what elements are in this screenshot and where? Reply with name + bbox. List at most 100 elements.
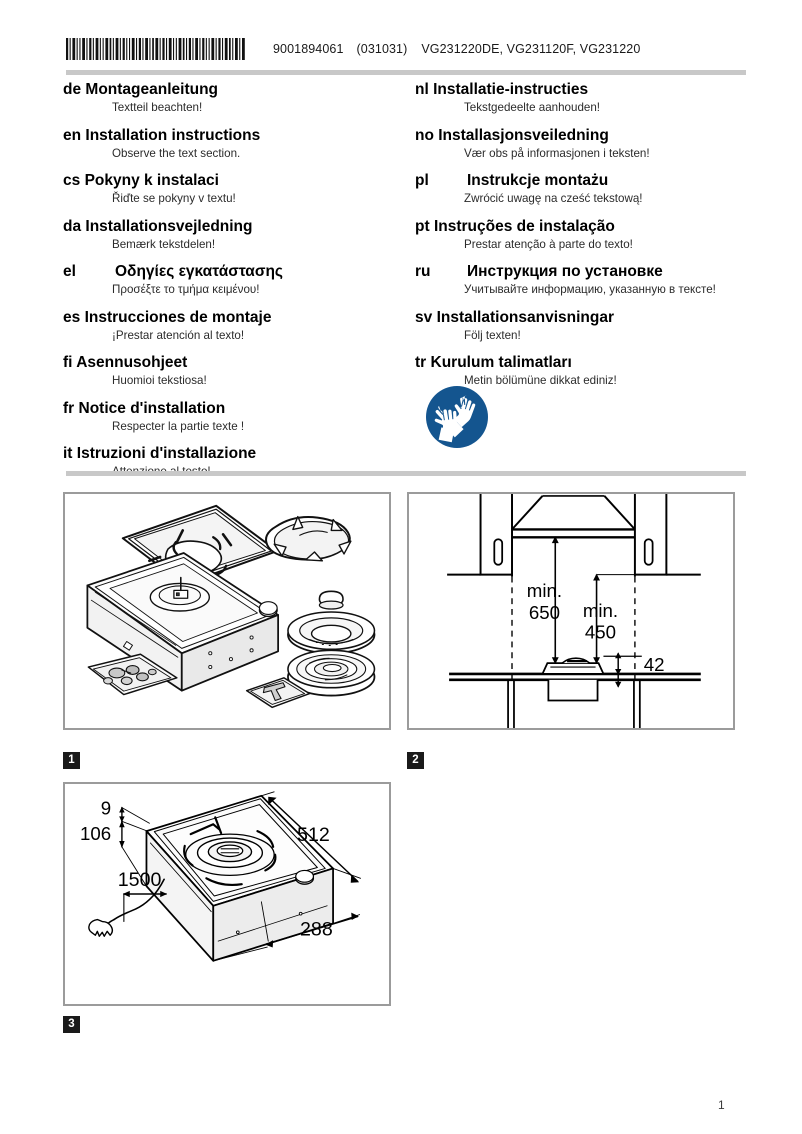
language-title: Instrucciones de montaje [84,308,272,326]
language-heading: tr Kurulum talimatları [415,353,745,373]
language-heading: cs Pokyny k instalaci [63,171,393,191]
figure-3-number: 3 [63,1016,80,1033]
language-note: Zwrócić uwagę na cześć tekstową! [464,192,643,205]
language-code: ru [415,263,431,280]
burner-cap [318,590,344,610]
language-code: el [63,263,76,280]
power-cord [88,878,165,937]
language-note: ¡Prestar atención al texto! [112,328,245,342]
language-title: Инструкция по установке [467,263,663,280]
dimension-512 [260,791,362,883]
language-title: Installasjonsveiledning [438,126,609,144]
dimension-9 [119,806,125,823]
language-title: Notice d'installation [78,399,226,417]
language-heading: pt Instruções de instalação [415,217,745,237]
dimension-1500 [122,890,168,923]
language-title: Pokyny k instalaci [84,172,219,189]
language-note: Metin bölümüne dikkat ediniz! [464,374,617,387]
language-title: Instrukcje montażu [467,172,609,189]
language-heading: fr Notice d'installation [63,399,393,419]
hob-body [86,552,280,692]
language-note: Vær obs på informasjonen i teksten! [464,146,650,160]
wall-cabinets [447,494,701,576]
burner-ring [287,611,376,655]
header-divider [66,70,746,75]
base-cabinets [507,679,641,728]
dim-106-label: 106 [80,823,111,844]
figures-divider [66,471,746,476]
model-list: VG231220DE, VG231120F, VG231220 [421,42,641,56]
language-code: pt [415,217,430,235]
accessory-bag-fittings [87,653,178,696]
language-title: Installation instructions [85,126,261,144]
protective-gloves-icon [424,384,490,450]
language-heading: el Οδηγίες εγκατάστασης [63,262,393,282]
language-code: no [415,126,434,144]
language-note: Řiďte se pokyny v textu! [112,192,236,205]
language-heading: de Montageanleitung [63,80,393,100]
accessory-bag-tool [245,677,311,709]
language-heading: en Installation instructions [63,126,393,146]
language-title: Οδηγίες εγκατάστασης [115,263,283,280]
language-code: cs [63,172,81,189]
language-code: es [63,308,81,326]
language-title: Installationsvejledning [85,217,253,235]
language-heading: sv Installationsanvisningar [415,308,745,328]
language-code: fi [63,354,73,371]
figure-1-scope-of-delivery [63,492,391,730]
dimension-650 [551,536,559,665]
figure-1-number: 1 [63,752,80,769]
dimension-288 [212,901,361,962]
dim-512-label: 512 [297,824,330,846]
language-note: Προσέξτε το τμήμα κειμένου! [112,283,260,296]
language-code: nl [415,81,429,98]
revision-code: (031031) [356,42,408,56]
header-identification: 9001894061 (031031) VG231220DE, VG231120F,… [273,42,640,56]
language-note: Huomioi tekstiosa! [112,374,207,387]
language-note: Textteil beachten! [112,101,203,114]
language-note: Observe the text section. [112,146,241,160]
language-heading: fi Asennusohjeet [63,353,393,373]
language-heading: ru Инструкция по установке [415,262,745,282]
language-entry-es: es Instrucciones de montaje ¡Prestar aten… [63,308,393,343]
dim-1500-label: 1500 [118,869,162,891]
dim-288-label: 288 [300,918,333,940]
min-650-label: min. [527,580,562,601]
language-note: Tekstgedeelte aanhouden! [464,101,601,114]
dimension-450 [593,573,601,665]
language-title: Kurulum talimatları [430,354,572,371]
dimension-42 [597,652,642,688]
language-note: Учитывайте информацию, указанную в текст… [464,283,716,296]
thickness-42-value: 42 [644,654,665,675]
language-note: Bemærk tekstdelen! [112,237,216,251]
document-header: 9001894061 (031031) VG231220DE, VG231120F,… [66,36,746,62]
figure-2-installation-clearances: min. 650 min. 450 42 [407,492,735,730]
language-code: da [63,217,82,235]
figure-2-number: 2 [407,752,424,769]
part-number: 9001894061 [273,42,344,56]
language-title: Installatie-instructies [433,81,589,98]
language-note: Prestar atenção à parte do texto! [464,237,633,251]
min-450-value: 450 [585,622,616,643]
language-note: Respecter la partie texte ! [112,419,245,433]
dimension-106 [119,807,150,887]
burner-base [287,649,376,697]
min-650-value: 650 [529,602,560,623]
extractor-hood [511,494,636,577]
min-450-label: min. [583,600,618,621]
